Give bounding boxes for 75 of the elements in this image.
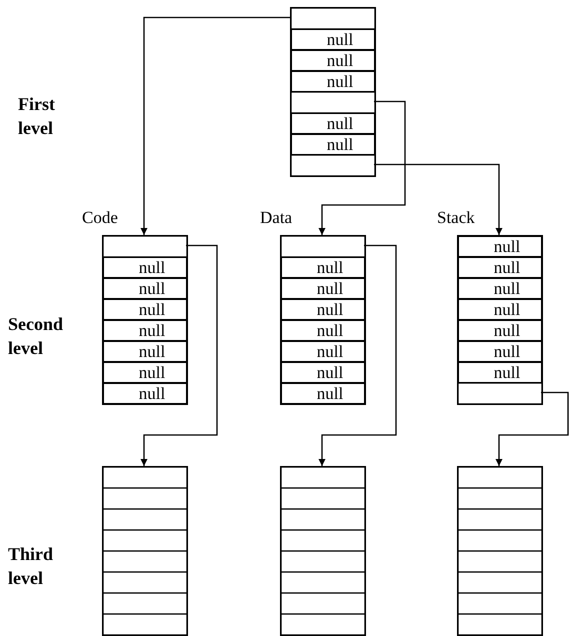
table-cell xyxy=(458,488,542,509)
table-cell xyxy=(103,572,187,593)
table-cell xyxy=(458,509,542,530)
table-cell: null xyxy=(291,113,375,134)
table-caption: Stack xyxy=(437,208,475,228)
memory-table xyxy=(102,466,188,636)
arrow xyxy=(374,164,502,235)
memory-table xyxy=(290,7,376,177)
table-cell: null xyxy=(458,257,542,278)
table-cell xyxy=(291,92,375,113)
memory-table xyxy=(280,466,366,636)
table-cell xyxy=(458,467,542,488)
table-cell xyxy=(103,467,187,488)
table-caption: Code xyxy=(82,208,118,228)
table-cell: null xyxy=(103,383,187,404)
table-cell: null xyxy=(281,299,365,320)
arrow xyxy=(318,244,397,466)
table-cell: null xyxy=(458,362,542,383)
table-cell xyxy=(103,614,187,635)
table-cell xyxy=(291,155,375,176)
table-cell xyxy=(281,593,365,614)
table-cell xyxy=(458,551,542,572)
table-cell: null xyxy=(291,71,375,92)
table-cell xyxy=(281,509,365,530)
table-cell xyxy=(103,488,187,509)
table-cell: null xyxy=(291,50,375,71)
memory-table xyxy=(102,235,188,405)
table-cell: null xyxy=(281,278,365,299)
memory-table xyxy=(457,466,543,636)
table-cell: null xyxy=(103,341,187,362)
table-cell xyxy=(458,572,542,593)
table-cell xyxy=(281,530,365,551)
table-cell: null xyxy=(281,383,365,404)
table-cell xyxy=(281,572,365,593)
table-cell: null xyxy=(291,134,375,155)
table-cell xyxy=(103,593,187,614)
table-cell xyxy=(458,593,542,614)
level-label: Second level xyxy=(8,313,64,360)
table-cell: null xyxy=(458,299,542,320)
table-cell: null xyxy=(103,320,187,341)
table-cell xyxy=(458,530,542,551)
table-cell: null xyxy=(458,341,542,362)
table-cell: null xyxy=(458,278,542,299)
arrow xyxy=(140,244,218,466)
table-cell xyxy=(458,614,542,635)
table-cell: null xyxy=(103,278,187,299)
table-cell xyxy=(103,530,187,551)
table-cell: null xyxy=(103,257,187,278)
table-cell xyxy=(458,383,542,404)
level-label: First level xyxy=(18,93,56,140)
table-cell xyxy=(103,509,187,530)
arrow xyxy=(496,392,569,466)
table-cell xyxy=(103,551,187,572)
arrow xyxy=(318,100,406,235)
table-cell xyxy=(281,614,365,635)
table-cell: null xyxy=(103,299,187,320)
table-cell xyxy=(103,236,187,257)
table-cell: null xyxy=(103,362,187,383)
table-cell: null xyxy=(281,362,365,383)
arrow xyxy=(140,16,290,235)
table-cell xyxy=(281,488,365,509)
table-cell: null xyxy=(458,320,542,341)
memory-table xyxy=(457,235,543,405)
table-cell: null xyxy=(281,341,365,362)
table-cell xyxy=(281,236,365,257)
table-caption: Data xyxy=(260,208,292,228)
table-cell: null xyxy=(458,236,542,257)
table-cell: null xyxy=(291,29,375,50)
table-cell xyxy=(281,467,365,488)
table-cell xyxy=(281,551,365,572)
level-label: Third level xyxy=(8,543,54,590)
table-cell: null xyxy=(281,257,365,278)
table-cell xyxy=(291,8,375,29)
memory-table xyxy=(280,235,366,405)
table-cell: null xyxy=(281,320,365,341)
